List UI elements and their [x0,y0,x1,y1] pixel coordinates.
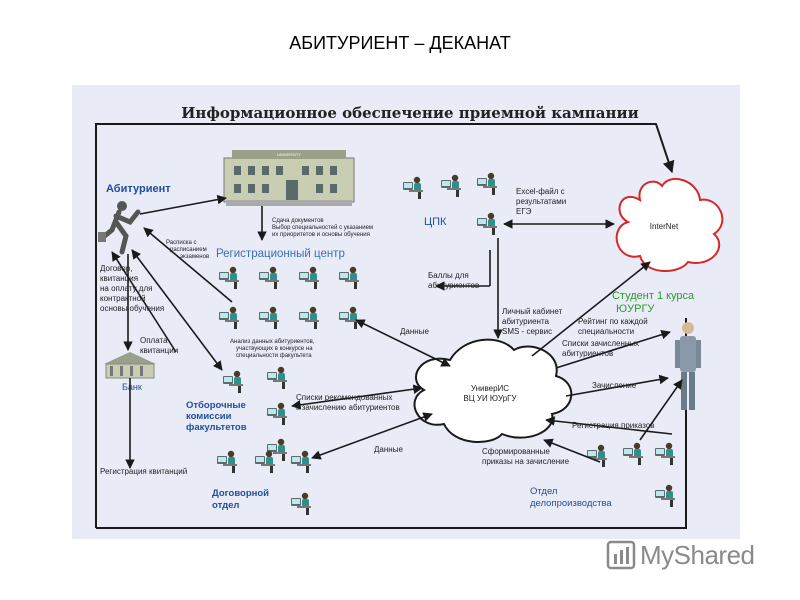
receipt-3: экзаменов [180,254,209,260]
flow-arrows [111,194,683,469]
committees-workers [223,366,287,461]
committees-label-3: факультетов [186,422,247,433]
recommended-1: Списки рекомендованных [296,393,392,402]
cpk-label: ЦПК [424,216,447,228]
student-label-2: ЮУРГУ [616,303,655,315]
bank-building-icon [104,352,156,379]
scores-1: Баллы для [428,271,469,280]
university-building-icon [223,150,355,206]
cpk-workers [403,172,497,235]
rating-2: специальности [578,327,634,336]
internet-cloud [615,177,724,273]
analysis-1: Анализ данных абитуриентов, [230,339,315,345]
records-dept-label-1: Отдел [530,486,557,497]
records-dept-label-2: делопроизводства [530,498,612,509]
analysis-3: специальности факультета [236,353,312,359]
payment-1: Оплата [140,336,168,345]
recommended-2: к зачислению абитуриентов [296,403,400,412]
student-label-1: Студент 1 курса [612,290,695,302]
data-label-1: Данные [400,327,429,336]
slide-title: АБИТУРИЕНТ – ДЕКАНАТ [289,33,511,53]
receipt-1: Расписка с [166,240,197,246]
bank-label: Банк [122,382,142,392]
orders-formed-2: приказы на зачисление [482,457,570,466]
receipt-2: расписанием [170,247,207,253]
scores-2: абитуриентов [428,281,479,290]
contract-5: основы обучения [100,304,164,313]
docs-submission-1: Сдача документов [272,218,324,224]
enrollment-label: Зачисление [592,381,637,390]
registration-center-workers [219,266,359,329]
myshared-logo-icon [606,540,636,570]
contract-dept-label-1: Договорной [212,488,269,499]
data-label-2: Данные [374,445,403,454]
enrolled-lists-2: абитуриентов [562,349,613,358]
committees-label-2: комиссии [186,411,232,422]
myshared-watermark: MyShared [640,540,755,570]
cabinet-2: абитуриента [502,317,550,326]
enrolled-lists-1: Списки зачисленных [562,339,639,348]
payment-2: квитанции [140,346,178,355]
excel-1: Excel-файл с [516,187,565,196]
excel-2: результатами [516,197,566,206]
orders-reg-label: Регистрация приказов [572,421,655,430]
analysis-2: участвующих в конкурсе на [236,346,313,352]
rating-1: Рейтинг по каждой [578,317,648,326]
orders-formed-1: Сформированные [482,447,550,456]
contract-4: контрактной [100,294,146,303]
student-figure-icon [675,322,701,410]
contract-1: Договор, [100,264,132,273]
registration-center-label: Регистрационный центр [216,248,345,260]
excel-3: ЕГЭ [516,207,532,216]
contract-dept-label-2: отдел [212,500,239,511]
receipt-reg-label: Регистрация квитанций [100,467,187,476]
university-sign: UNIVERSITY [277,152,301,157]
univeris-label-1: УниверИС [471,384,509,393]
cabinet-3: SMS - сервис [502,327,552,336]
contract-2: квитанция [100,274,138,283]
internet-label: InterNet [650,222,679,231]
diagram-heading: Информационное обеспечение приемной камп… [181,104,638,122]
applicant-label: Абитуриент [106,183,171,195]
cabinet-1: Личный кабинет [502,307,563,316]
applicant-figure-icon [98,201,141,255]
docs-submission-2: Выбор специальностей с указанием [272,224,373,231]
univeris-label-2: ВЦ УИ ЮУрГУ [463,394,517,403]
contract-3: на оплату для [100,284,152,293]
committees-label-1: Отборочные [186,400,246,411]
docs-submission-3: их приоритетов и основы обучения [272,232,370,238]
